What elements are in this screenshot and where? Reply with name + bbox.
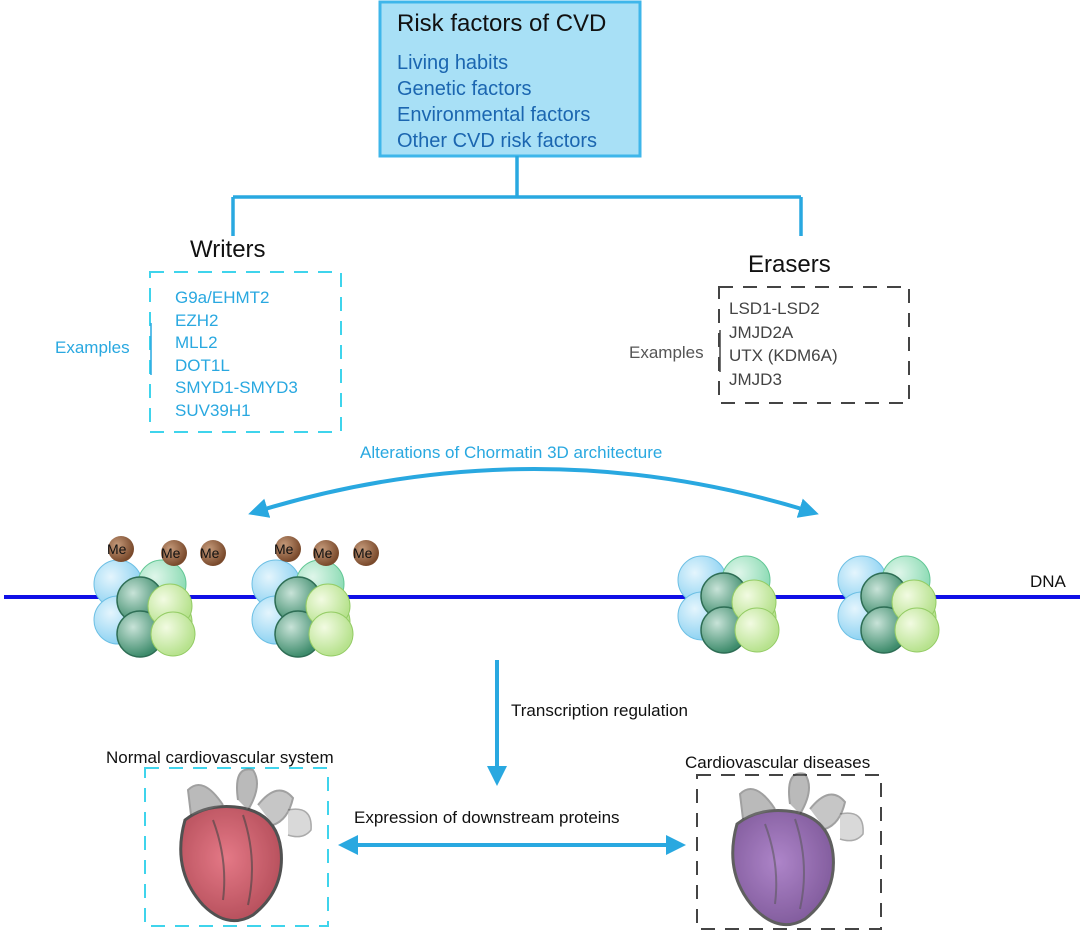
cvd-label: Cardiovascular diseases bbox=[685, 753, 871, 772]
methyl-label: Me bbox=[200, 545, 220, 561]
eraser-item: JMJD2A bbox=[729, 322, 794, 342]
tree-connector bbox=[231, 156, 803, 236]
writer-item: SMYD1-SMYD3 bbox=[175, 378, 298, 397]
methyl-label: Me bbox=[274, 541, 294, 557]
nucleosome-1 bbox=[677, 555, 780, 654]
methyl-groups bbox=[108, 536, 379, 566]
eraser-item: LSD1-LSD2 bbox=[729, 299, 820, 318]
nucleosome-methylated-1 bbox=[93, 559, 196, 658]
risk-factors-title: Risk factors of CVD bbox=[397, 10, 607, 37]
disease-heart-icon bbox=[731, 772, 865, 927]
methyl-label: Me bbox=[353, 545, 373, 561]
normal-heart-icon bbox=[179, 768, 313, 923]
writers-box bbox=[149, 271, 342, 433]
writer-item: G9a/EHMT2 bbox=[175, 288, 270, 307]
risk-factors-list: Living habits Genetic factors Environmen… bbox=[397, 50, 597, 154]
dna-label: DNA bbox=[1030, 572, 1066, 591]
methyl-label: Me bbox=[107, 541, 127, 557]
eraser-item: JMJD3 bbox=[729, 369, 782, 389]
chromatin-label: Alterations of Chormatin 3D architecture bbox=[360, 443, 663, 462]
writers-examples-label: Examples bbox=[55, 338, 130, 357]
nucleosome-2 bbox=[837, 555, 940, 654]
risk-factor-item: Other CVD risk factors bbox=[397, 130, 598, 152]
risk-factor-item: Environmental factors bbox=[397, 104, 591, 126]
writer-item: SUV39H1 bbox=[175, 400, 251, 420]
eraser-item: UTX (KDM6A) bbox=[729, 346, 838, 365]
risk-factor-item: Living habits bbox=[397, 52, 509, 74]
writer-item: EZH2 bbox=[175, 310, 219, 330]
writers-title: Writers bbox=[190, 236, 266, 263]
normal-box bbox=[144, 767, 329, 927]
erasers-title: Erasers bbox=[748, 251, 831, 278]
chromatin-arrow bbox=[248, 467, 819, 518]
risk-factors-box bbox=[378, 0, 642, 158]
writer-item: MLL2 bbox=[175, 333, 218, 352]
expression-label: Expression of downstream proteins bbox=[354, 808, 620, 827]
nucleosome-methylated-2 bbox=[251, 559, 354, 658]
methyl-label: Me bbox=[161, 545, 181, 561]
risk-factor-item: Genetic factors bbox=[397, 78, 532, 100]
writer-item: DOT1L bbox=[175, 355, 230, 375]
erasers-list: LSD1-LSD2 JMJD2A UTX (KDM6A) JMJD3 bbox=[729, 297, 838, 391]
methyl-label: Me bbox=[313, 545, 333, 561]
erasers-box bbox=[718, 286, 910, 404]
transcription-label: Transcription regulation bbox=[511, 701, 689, 720]
normal-label: Normal cardiovascular system bbox=[106, 748, 334, 767]
writers-list: G9a/EHMT2 EZH2 MLL2 DOT1L SMYD1-SMYD3 SU… bbox=[175, 287, 298, 422]
erasers-examples-label: Examples bbox=[629, 343, 704, 362]
